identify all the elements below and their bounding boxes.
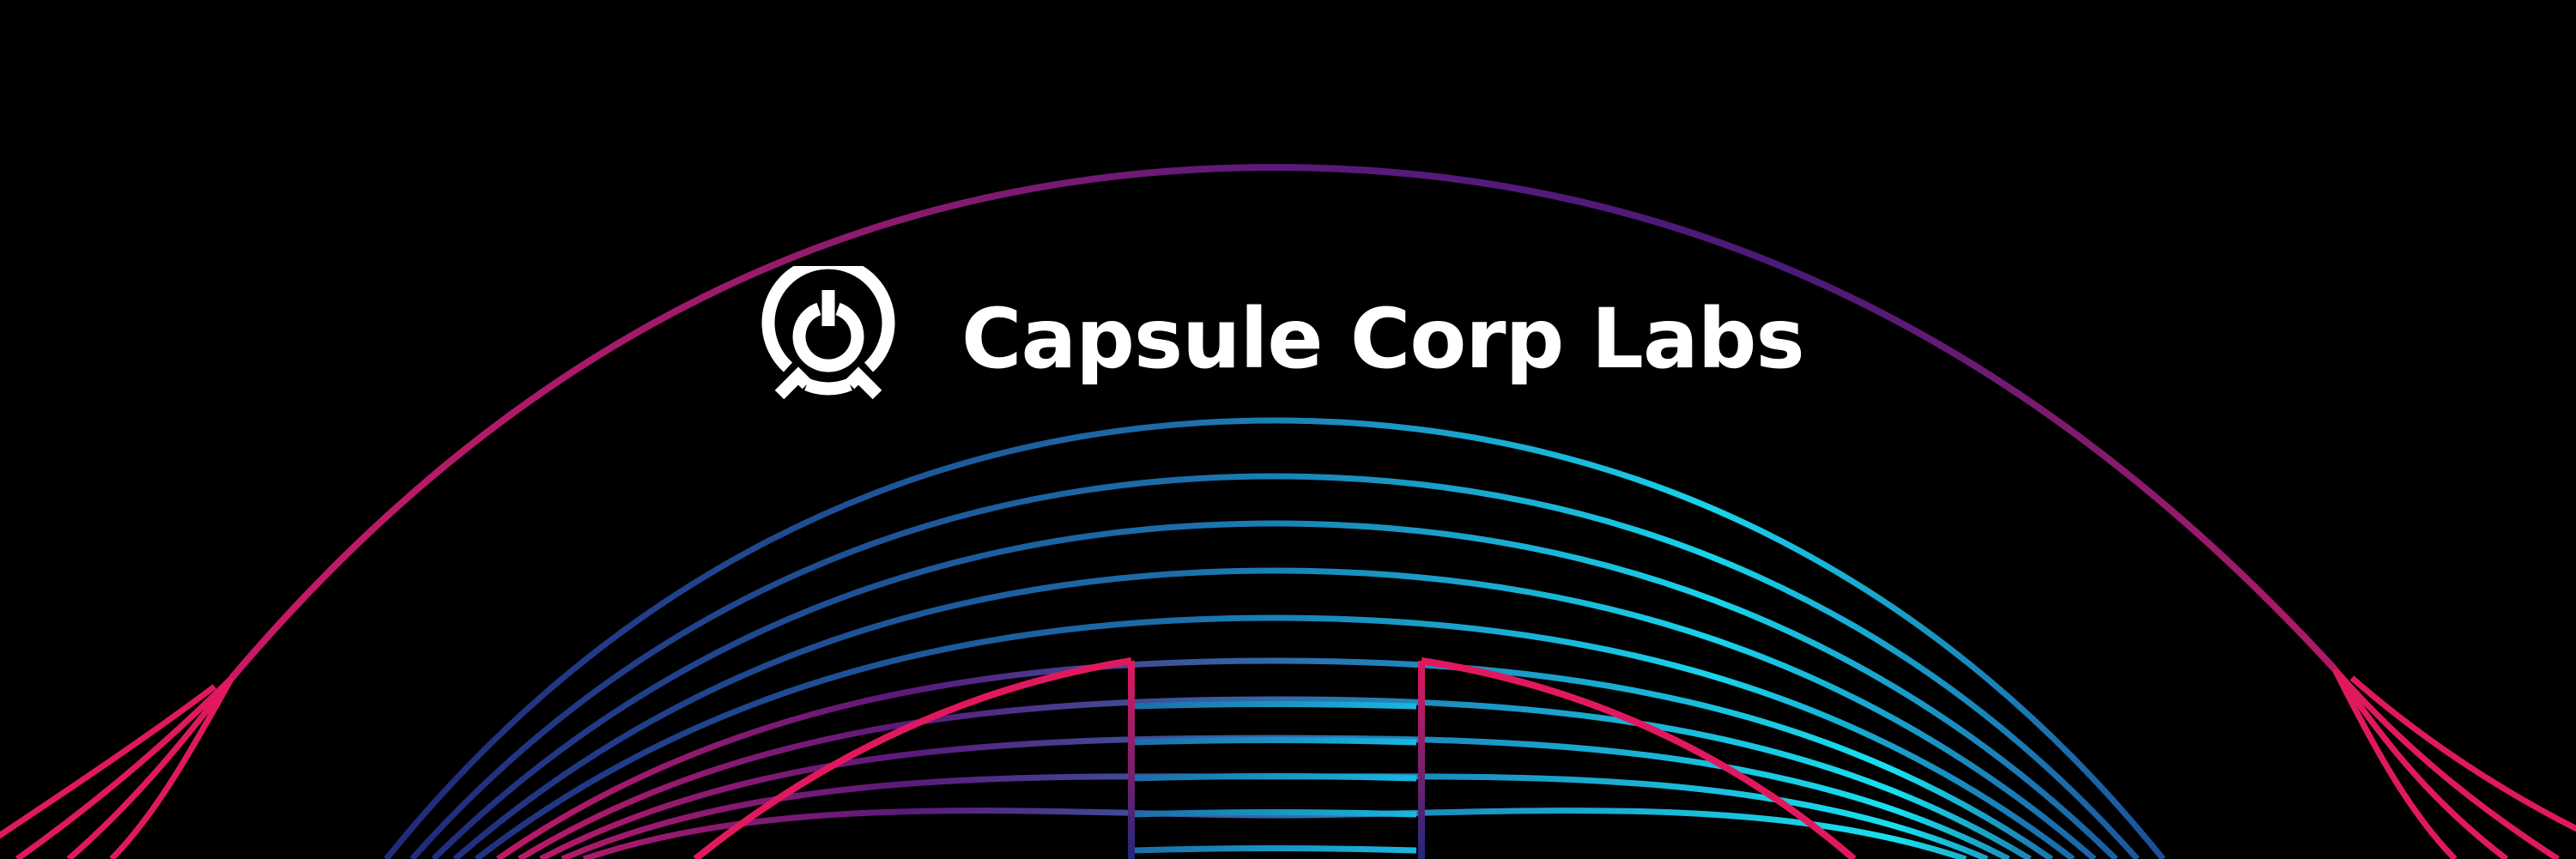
center-pillars — [693, 657, 1857, 859]
capsule-corp-logo-icon — [761, 266, 895, 400]
brand-lockup: Capsule Corp Labs — [755, 266, 1805, 412]
center-ladder-rungs — [1132, 701, 1417, 854]
brand-name: Capsule Corp Labs — [961, 291, 1805, 387]
left-fan-lines — [0, 675, 235, 859]
inner-arcs — [384, 417, 2166, 859]
right-fan-lines — [2331, 667, 2576, 859]
outer-arc — [228, 163, 2337, 681]
